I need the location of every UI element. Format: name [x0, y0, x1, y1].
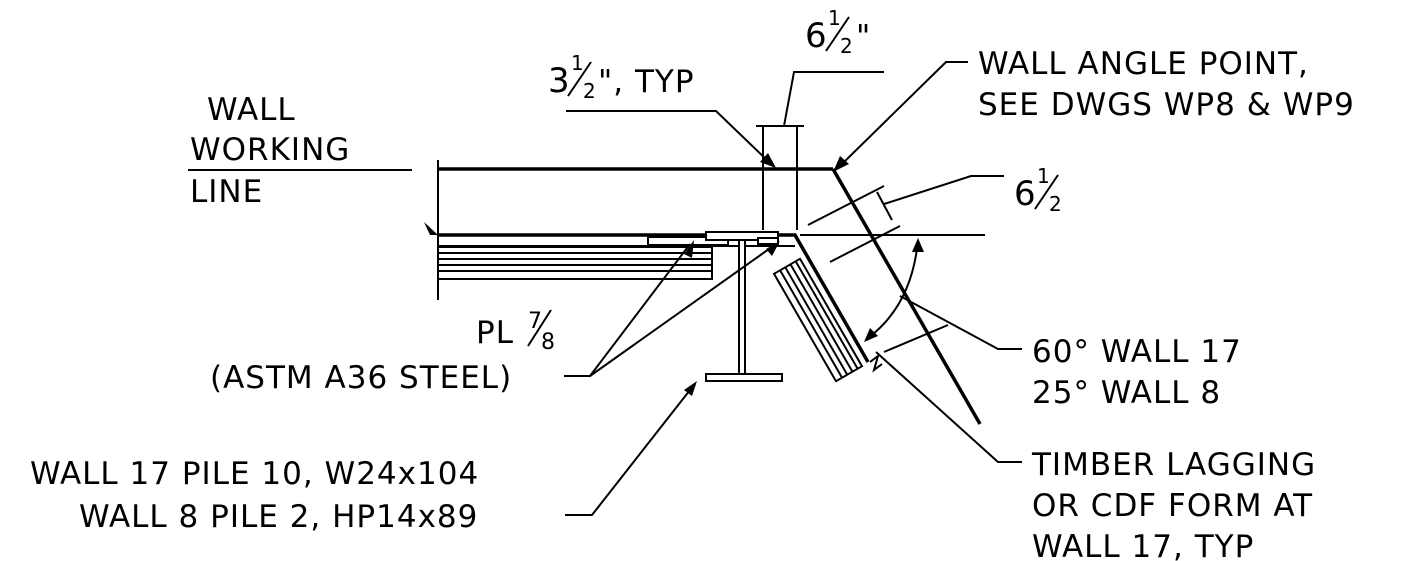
top-dim-suffix: " [856, 19, 871, 55]
straight-lagging [437, 236, 729, 280]
steel-pile [705, 231, 783, 382]
angle-arc-arrowhead-bottom [864, 328, 878, 342]
angle-point-label: WALL ANGLE POINT, SEE DWGS WP8 & WP9 [833, 46, 1355, 172]
lagging-label-leader [875, 351, 1022, 463]
top-dim-den: 2 [840, 34, 853, 58]
typ-dim-suffix: ", TYP [598, 64, 695, 100]
angled-wall-line [831, 168, 982, 425]
top-dim-num: 1 [828, 6, 841, 30]
angle-label-wall-17: 60° WALL 17 [1032, 334, 1242, 370]
angle-label-wall-8: 25° WALL 8 [1032, 375, 1221, 411]
steel-plate-right [757, 237, 779, 245]
lagging-label-line-2: OR CDF FORM AT [1032, 488, 1313, 524]
pile-label-line-2: WALL 8 PILE 2, HP14x89 [79, 499, 478, 535]
lagging-label-line-1: TIMBER LAGGING [1031, 447, 1316, 483]
pile-label-line-1: WALL 17 PILE 10, W24x104 [30, 456, 479, 492]
angled-lagging [772, 257, 864, 383]
plate-num: 7 [528, 309, 542, 334]
lagging-outline [437, 246, 713, 280]
angle-ext-line [883, 324, 949, 353]
side-dim-ext-2 [829, 225, 901, 263]
typ-dim-frac-bar [567, 61, 592, 97]
typ-dim-den: 2 [583, 79, 596, 103]
pile-label: WALL 17 PILE 10, W24x104 WALL 8 PILE 2, … [30, 381, 697, 535]
typ-dim-whole: 3 [548, 61, 570, 101]
angle-point-line-1: WALL ANGLE POINT, [978, 46, 1309, 82]
wall-working-line-label: WALL WORKING LINE [188, 92, 412, 210]
wall-label-line-3: LINE [190, 174, 263, 210]
top-dim-frac-bar [825, 16, 850, 52]
angle-point-line-2: SEE DWGS WP8 & WP9 [978, 87, 1355, 123]
angle-label-leader [899, 295, 1022, 350]
lagging-label: TIMBER LAGGING OR CDF FORM AT WALL 17, T… [875, 351, 1316, 561]
angle-dimension [800, 234, 985, 373]
plate-material: (ASTM A36 STEEL) [210, 360, 512, 396]
plate-leader-1 [564, 243, 691, 377]
pile-bottom-flange [705, 373, 783, 382]
typ-dimension-label: 3 1 2 ", TYP [548, 51, 776, 168]
plate-arrowhead-1 [684, 240, 694, 258]
typ-dim-leader [566, 110, 772, 165]
angle-point-leader [842, 61, 968, 164]
angle-arc-arrowhead-top [912, 238, 924, 252]
side-dim-frac-bar [1034, 174, 1059, 210]
pile-leader [565, 389, 691, 516]
side-dim-line [876, 191, 893, 221]
plate-symbol: PL [476, 315, 514, 351]
break-symbol [869, 353, 883, 373]
pile-web [738, 239, 746, 375]
typ-dim-num: 1 [571, 51, 584, 75]
angled-grain-2 [784, 266, 849, 376]
lagging-label-line-3: WALL 17, TYP [1032, 529, 1254, 561]
side-dim-den: 2 [1049, 192, 1062, 216]
side-dim-ext-1 [807, 185, 885, 226]
wall-angle-labels: 60° WALL 17 25° WALL 8 [899, 295, 1242, 411]
wall-face-arrowhead [424, 222, 438, 235]
plate-leader-2 [589, 243, 777, 377]
side-dim-num: 1 [1037, 164, 1050, 188]
angled-grain-1 [779, 269, 843, 379]
angle-point-arrowhead [833, 156, 849, 172]
side-dim-leader [883, 175, 1004, 205]
side-dim-whole: 6 [1014, 174, 1036, 214]
top-dim-whole: 6 [805, 16, 827, 56]
plate-arrowhead-2 [766, 241, 780, 256]
side-dimension-label: 6 1 2 [807, 164, 1062, 263]
plate-den: 8 [541, 330, 555, 355]
pile-arrowhead [684, 381, 697, 396]
wall-label-line-2: WORKING [190, 132, 350, 168]
angled-grain-4 [794, 260, 859, 370]
top-dim-leader [783, 71, 884, 127]
angled-lagging-outline [772, 257, 864, 383]
angled-grain-3 [789, 263, 854, 373]
wall-face-line [438, 233, 870, 363]
angle-arc [867, 239, 919, 339]
plate-label: PL 7 8 (ASTM A36 STEEL) [210, 240, 780, 396]
top-dimension-label: 6 1 2 " [756, 6, 884, 230]
plate-frac-bar [527, 309, 552, 347]
wall-label-line-1: WALL [207, 92, 296, 128]
typ-dim-arrowhead [760, 153, 776, 168]
